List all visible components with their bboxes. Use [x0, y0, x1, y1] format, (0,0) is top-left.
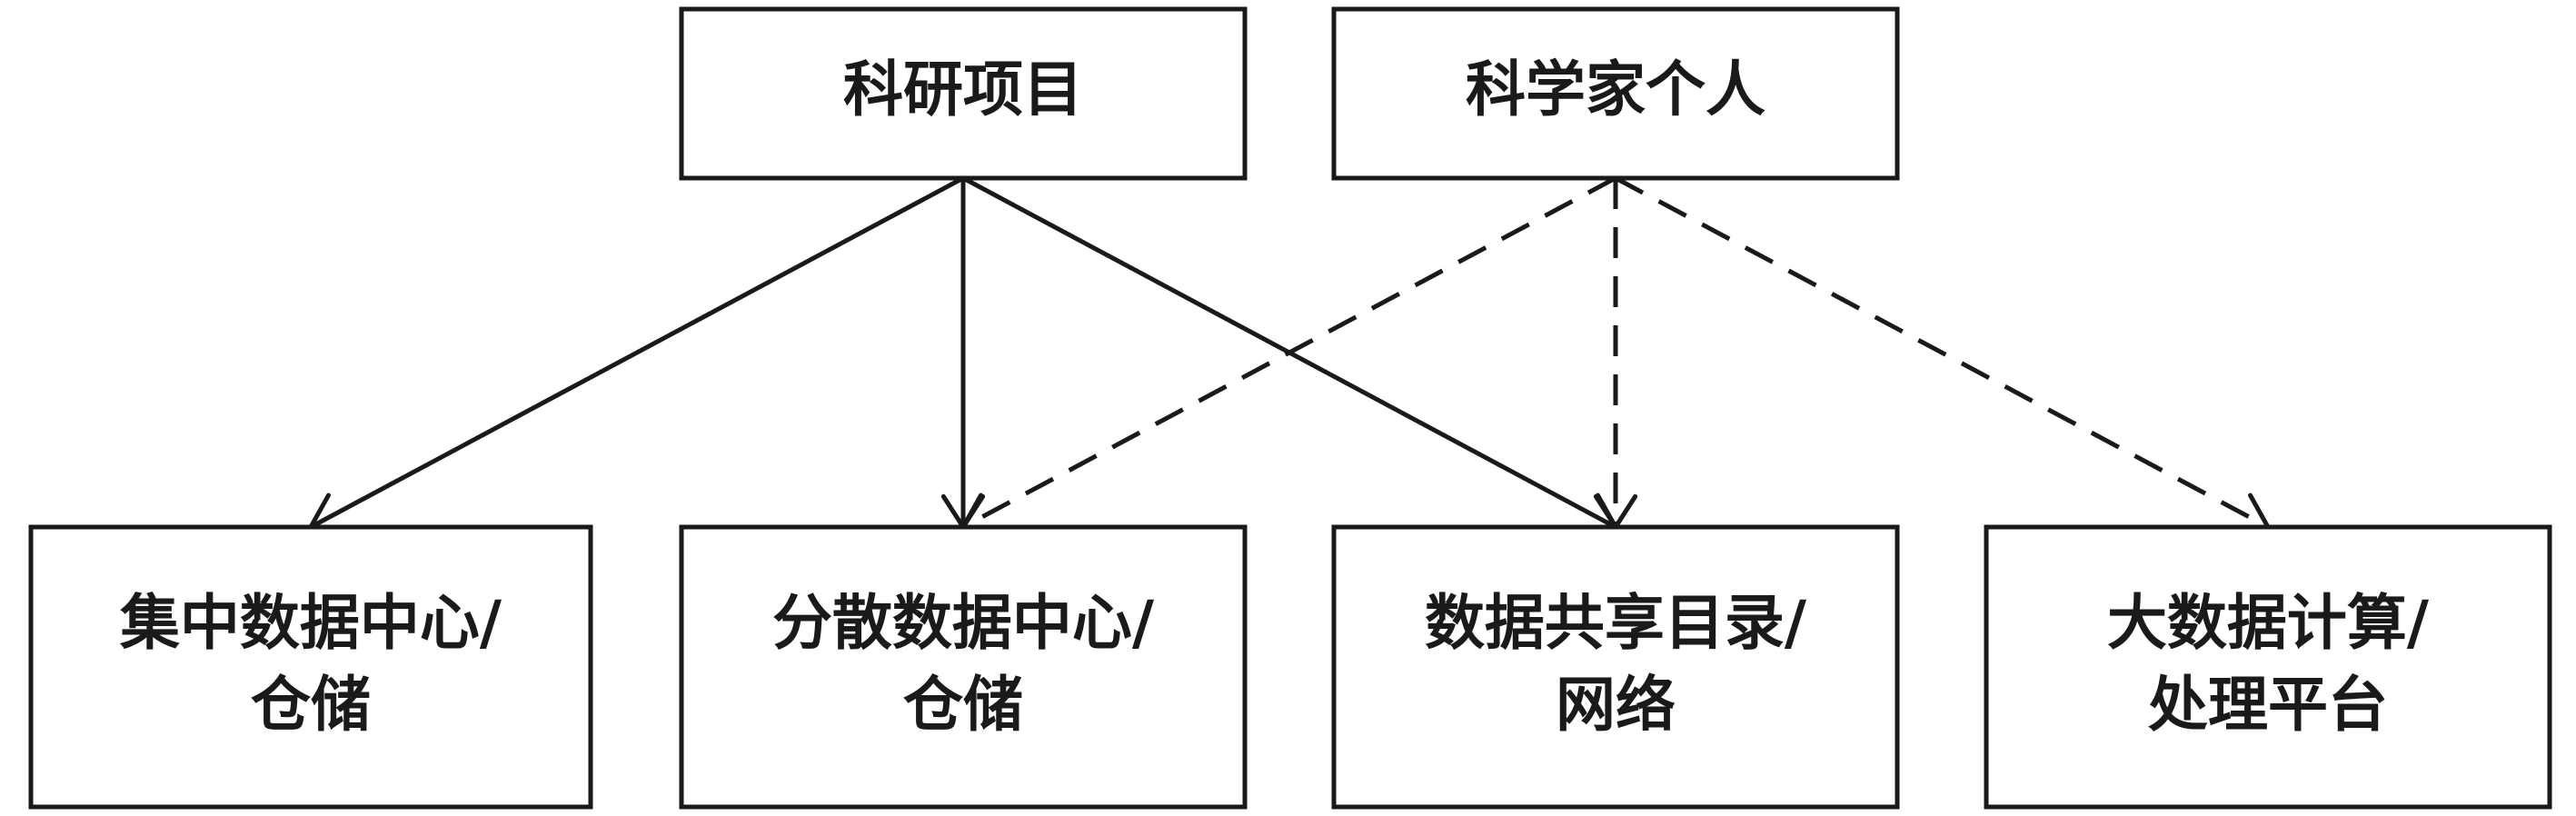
node-central-data-center-line-1: 集中数据中心/ — [119, 588, 502, 658]
node-scientist-individual-label: 科学家个人 — [1466, 55, 1765, 124]
node-data-sharing-catalog: 数据共享目录/ 网络 — [1331, 524, 1900, 810]
node-research-project-box — [679, 6, 1248, 181]
node-data-sharing-catalog-line-2: 网络 — [1556, 670, 1676, 740]
edge-line-scientist-to-distributed — [961, 175, 1617, 530]
node-scientist-individual: 科学家个人 — [1331, 6, 1900, 181]
node-distributed-data-center-line-2: 仓储 — [903, 670, 1023, 740]
node-scientist-individual-box — [1331, 6, 1900, 181]
edge-research-to-distributed — [940, 178, 986, 530]
edge-scientist-to-bigdata — [1614, 175, 2271, 532]
node-big-data-platform-line-1: 大数据计算/ — [2107, 588, 2430, 658]
edge-research-to-central — [308, 175, 965, 532]
node-data-sharing-catalog-box — [1331, 524, 1900, 810]
node-distributed-data-center-line-1: 分散数据中心/ — [772, 588, 1155, 658]
edge-line-research-to-central — [309, 175, 965, 530]
node-distributed-data-center-box — [679, 524, 1248, 810]
node-data-sharing-catalog-line-1: 数据共享目录/ — [1425, 588, 1807, 658]
edge-scientist-to-catalog — [1593, 178, 1638, 530]
node-research-project-label: 科研项目 — [843, 55, 1083, 124]
node-big-data-platform: 大数据计算/ 处理平台 — [1984, 524, 2552, 810]
edge-line-scientist-to-bigdata — [1614, 175, 2270, 530]
node-research-project: 科研项目 — [679, 6, 1248, 181]
node-central-data-center: 集中数据中心/ 仓储 — [28, 524, 593, 810]
node-central-data-center-box — [28, 524, 593, 810]
node-big-data-platform-line-2: 处理平台 — [2148, 670, 2388, 740]
edges-layer — [308, 175, 2271, 532]
node-central-data-center-line-2: 仓储 — [251, 670, 371, 740]
node-big-data-platform-box — [1984, 524, 2552, 810]
node-distributed-data-center: 分散数据中心/ 仓储 — [679, 524, 1248, 810]
